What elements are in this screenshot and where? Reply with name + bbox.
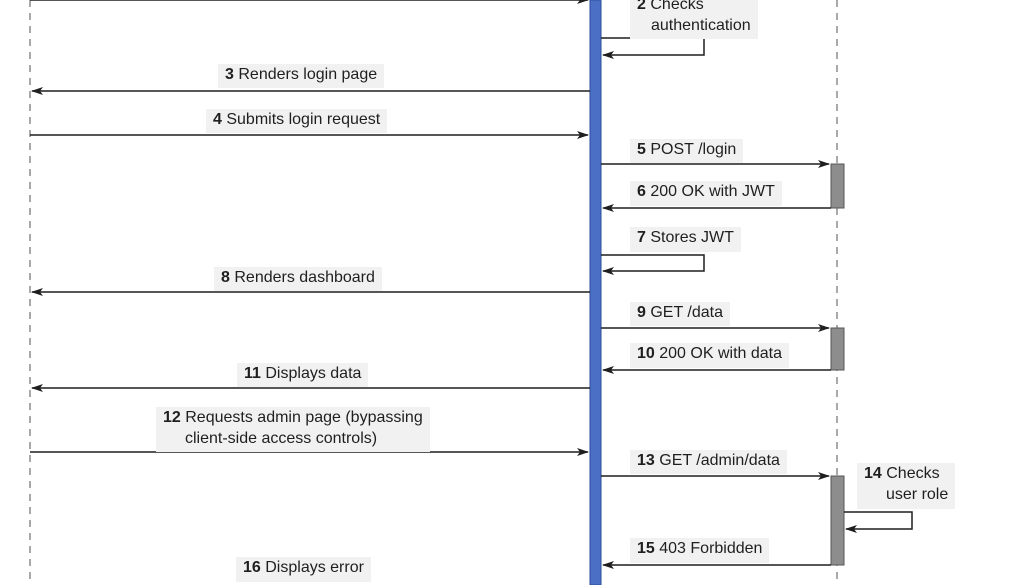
message-label-13: 13 GET /admin/data (630, 450, 787, 474)
message-number: 2 (637, 0, 646, 13)
message-label-16: 16 Displays error (236, 557, 371, 582)
message-label-9: 9 GET /data (630, 302, 730, 326)
arrow-7-self (601, 254, 705, 275)
message-label-10: 10 200 OK with data (630, 343, 789, 368)
message-label-6: 6 200 OK with JWT (630, 181, 782, 206)
message-label-12: 12 Requests admin page (bypassing client… (156, 407, 430, 452)
message-label-7: 7 Stores JWT (630, 227, 741, 252)
arrow-14-self (844, 511, 913, 533)
message-label-4: 4 Submits login request (206, 109, 388, 133)
message-label-15: 15 403 Forbidden (630, 538, 770, 563)
activation-bar-app (589, 0, 602, 585)
message-label-11: 11 Displays data (237, 363, 369, 387)
message-label-5: 5 POST /login (630, 139, 744, 163)
message-label-8: 8 Renders dashboard (214, 267, 382, 291)
activation-bar-server-3 (830, 475, 845, 566)
arrow-2-self (601, 37, 705, 59)
activation-bar-server-1 (830, 163, 845, 209)
message-text-line2: authentication (651, 17, 751, 34)
message-label-14: 14 Checks user role (857, 463, 956, 509)
activation-bar-server-2 (830, 327, 845, 371)
message-label-3: 3 Renders login page (218, 64, 385, 88)
message-text-line2: client-side access controls) (185, 430, 378, 447)
message-label-2: 2 Checks authentication (630, 0, 758, 39)
message-text-line2: user role (886, 486, 949, 503)
